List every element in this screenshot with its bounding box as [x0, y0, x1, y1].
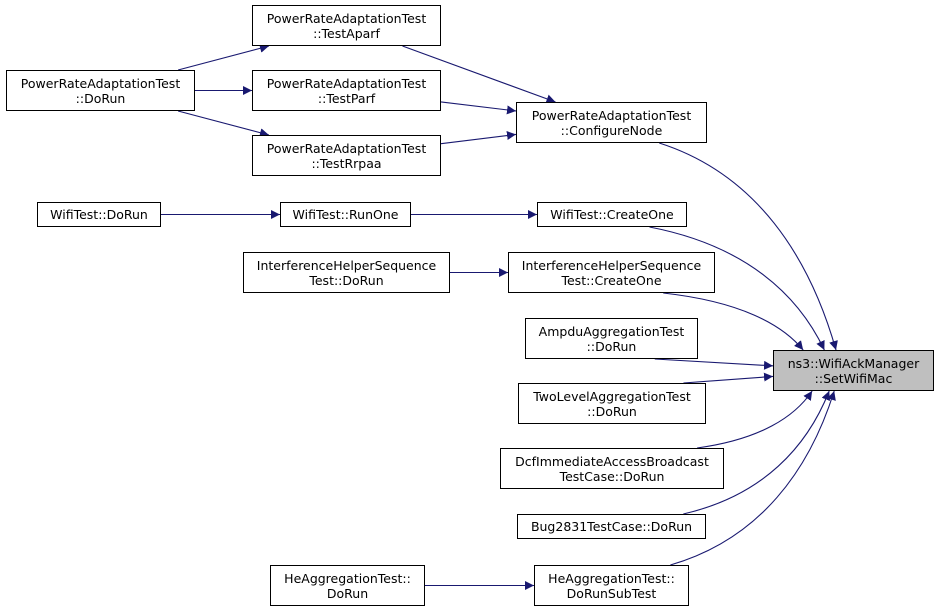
node-powerrateadaptationtest-dorun[interactable]: PowerRateAdaptationTest ::DoRun: [6, 70, 195, 111]
node-label-line: WifiTest::DoRun: [50, 207, 148, 222]
node-label-line: DcfImmediateAccessBroadcast: [515, 453, 709, 469]
node-label-line: Bug2831TestCase::DoRun: [530, 519, 693, 534]
node-bug2831testcase-dorun[interactable]: Bug2831TestCase::DoRun: [517, 514, 706, 539]
edge-pra_dorun-to-pra_testrrpaa: [177, 110, 270, 138]
edge-dcf_dorun-to-target: [697, 390, 813, 449]
node-label-line: TwoLevelAggregationTest: [533, 388, 691, 404]
node-label-line: PowerRateAdaptationTest: [266, 75, 427, 91]
node-label-line: WifiTest::CreateOne: [550, 207, 674, 222]
node-label-line: Test::CreateOne: [561, 272, 662, 288]
node-powerrateadaptationtest-testaparf[interactable]: PowerRateAdaptationTest ::TestAparf: [252, 5, 441, 46]
node-label-line: ::ConfigureNode: [560, 122, 663, 138]
node-wifitest-createone[interactable]: WifiTest::CreateOne: [537, 202, 687, 227]
edge-pra_testparf-to-pra_configure: [440, 101, 517, 115]
node-label-line: HeAggregationTest::: [548, 570, 675, 586]
node-label-line: ::SetWifiMac: [814, 370, 893, 386]
node-label-line: WifiTest::RunOne: [292, 207, 399, 222]
node-heaggregationtest-dorunsubtest[interactable]: HeAggregationTest:: DoRunSubTest: [534, 565, 689, 606]
node-powerrateadaptationtest-testrrpaa[interactable]: PowerRateAdaptationTest ::TestRrpaa: [252, 135, 441, 176]
edge-pra_testaparf-to-pra_configure: [402, 45, 556, 104]
node-label-line: Test::DoRun: [309, 272, 384, 288]
node-label-line: PowerRateAdaptationTest: [266, 10, 427, 26]
node-dcfimmediateaccessbroadcasttestcase-dorun[interactable]: DcfImmediateAccessBroadcast TestCase::Do…: [500, 448, 724, 489]
edge-bug2831_dorun-to-target: [683, 390, 831, 515]
node-wifitest-runone[interactable]: WifiTest::RunOne: [280, 202, 411, 227]
node-label-line: ::TestRrpaa: [311, 155, 382, 171]
edge-ihs_createone-to-target: [663, 292, 804, 351]
node-wifitest-dorun[interactable]: WifiTest::DoRun: [37, 202, 161, 227]
node-wifiackmanager-setwifimac[interactable]: ns3::WifiAckManager ::SetWifiMac: [773, 350, 934, 391]
node-label-line: DoRunSubTest: [566, 585, 657, 601]
node-powerrateadaptationtest-configurenode[interactable]: PowerRateAdaptationTest ::ConfigureNode: [516, 102, 707, 143]
node-label-line: InterferenceHelperSequence: [521, 257, 702, 273]
edge-pra_dorun-to-pra_testaparf: [177, 43, 270, 71]
edge-pra_testrrpaa-to-pra_configure: [440, 131, 517, 145]
node-interferencehelpersequencetest-createone[interactable]: InterferenceHelperSequence Test::CreateO…: [508, 252, 715, 293]
node-ampduaggregationtest-dorun[interactable]: AmpduAggregationTest ::DoRun: [525, 318, 698, 359]
node-interferencehelpersequencetest-dorun[interactable]: InterferenceHelperSequence Test::DoRun: [243, 252, 450, 293]
edge-wifi_createone-to-target: [649, 226, 825, 351]
node-label-line: ns3::WifiAckManager: [787, 355, 920, 371]
node-label-line: ::DoRun: [586, 338, 637, 354]
node-label-line: ::TestParf: [317, 90, 376, 106]
node-label-line: TestCase::DoRun: [559, 468, 665, 484]
node-label-line: ::DoRun: [75, 90, 126, 106]
node-label-line: PowerRateAdaptationTest: [266, 140, 427, 156]
node-heaggregationtest-dorun[interactable]: HeAggregationTest:: DoRun: [270, 565, 425, 606]
node-label-line: PowerRateAdaptationTest: [531, 107, 692, 123]
edge-ampdu_dorun-to-target: [654, 358, 774, 370]
node-powerrateadaptationtest-testparf[interactable]: PowerRateAdaptationTest ::TestParf: [252, 70, 441, 111]
node-twolevelaggregationtest-dorun[interactable]: TwoLevelAggregationTest ::DoRun: [518, 383, 706, 424]
edge-pra_configure-to-target: [659, 142, 838, 351]
node-label-line: ::DoRun: [587, 403, 637, 419]
node-label-line: AmpduAggregationTest: [538, 323, 685, 339]
node-label-line: InterferenceHelperSequence: [256, 257, 437, 273]
node-label-line: PowerRateAdaptationTest: [20, 75, 181, 91]
node-label-line: ::TestAparf: [313, 25, 380, 41]
node-label-line: HeAggregationTest::: [284, 570, 411, 586]
edge-twolevel_dorun-to-target: [683, 372, 774, 384]
node-label-line: DoRun: [326, 585, 369, 601]
edge-he_dorunsubtest-to-target: [670, 390, 836, 566]
